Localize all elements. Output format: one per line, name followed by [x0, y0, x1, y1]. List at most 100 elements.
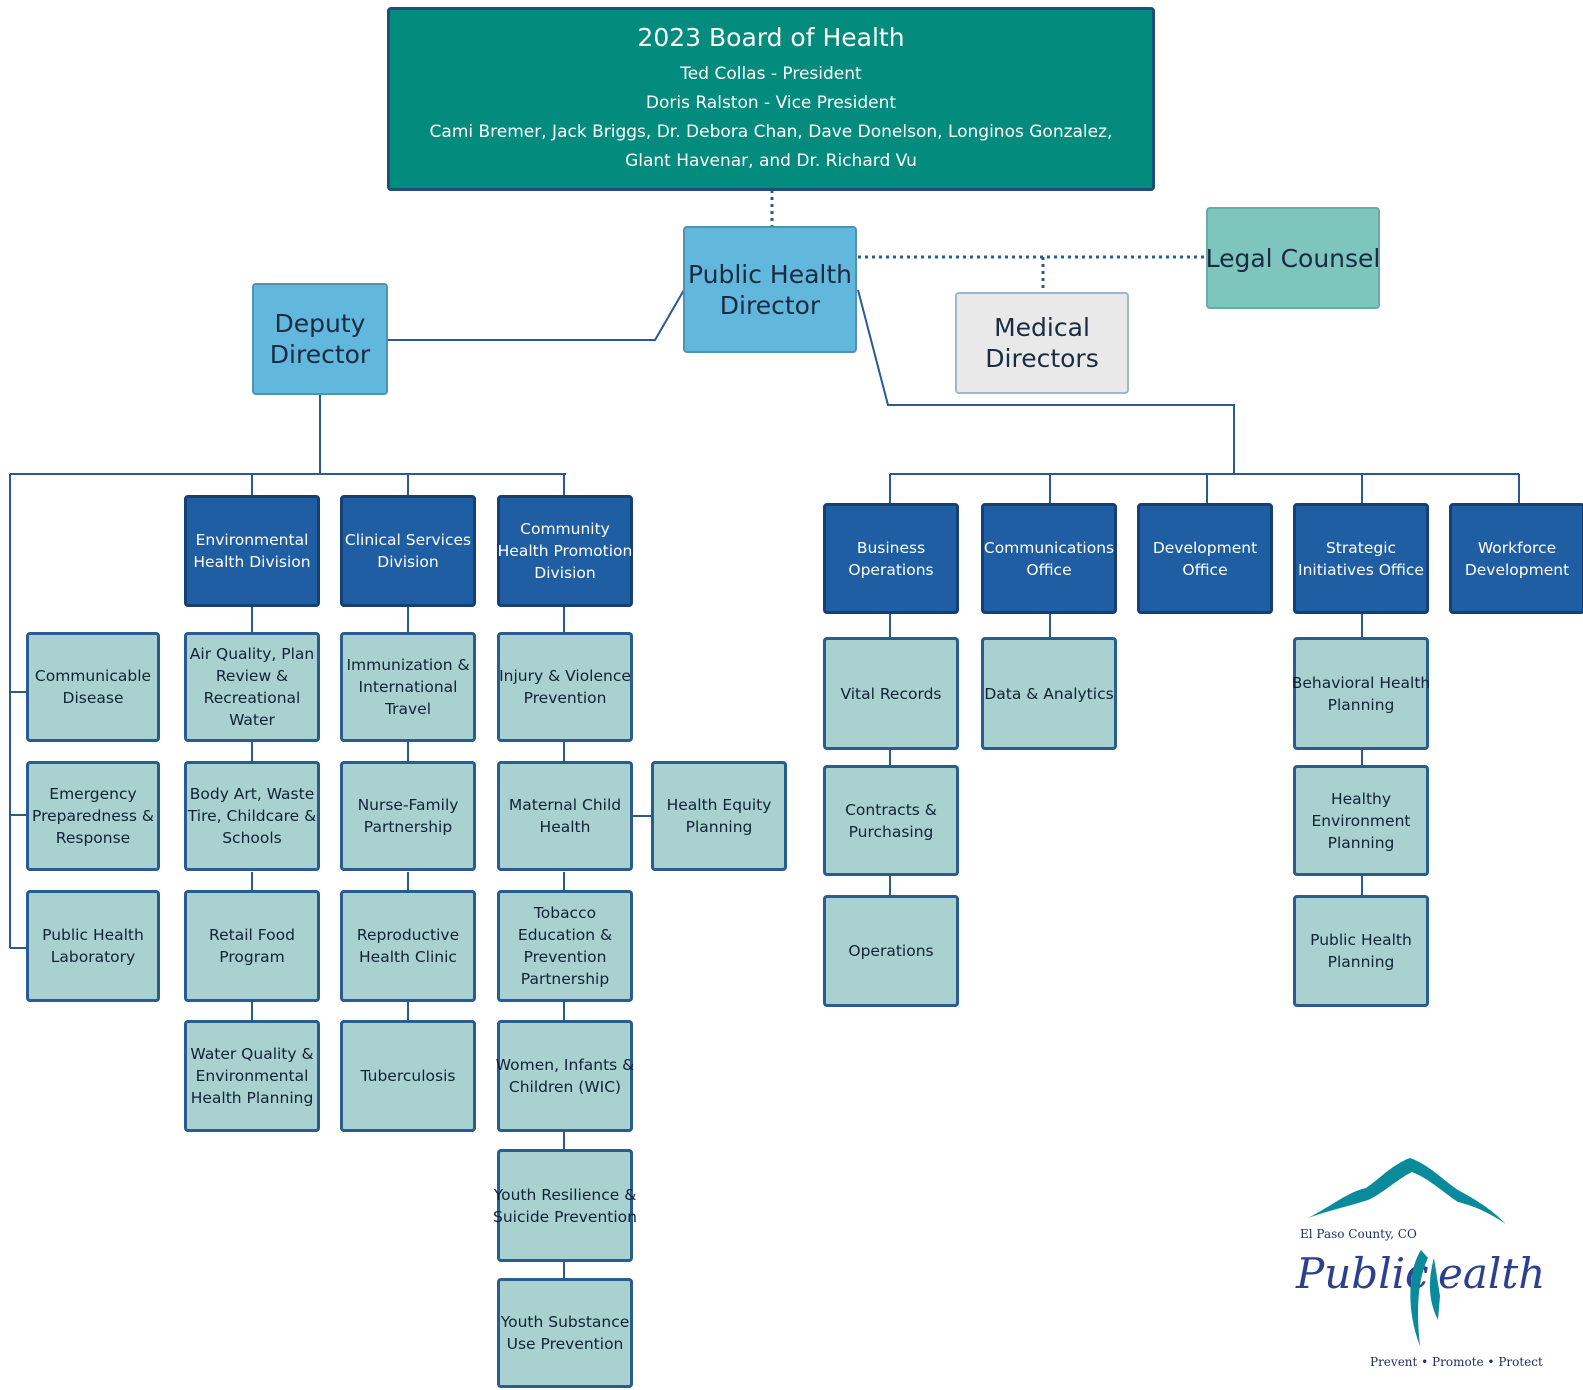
org-unit-label: Workforce [1477, 538, 1557, 557]
org-unit-label: International [358, 678, 458, 696]
org-unit-label: Health Promotion [497, 542, 633, 560]
org-unit-label: Tire, Childcare & [187, 807, 317, 825]
org-unit-label: Environmental [195, 531, 309, 549]
director-right-connector [857, 289, 1235, 474]
org-unit-label: Behavioral Health [1291, 673, 1431, 692]
org-unit-label: Schools [222, 829, 282, 847]
org-unit-label: Reproductive [356, 926, 460, 944]
org-unit-label: Office [1182, 560, 1228, 579]
org-unit-label: Review & [215, 667, 289, 685]
board-member-line: Glant Havenar, and Dr. Richard Vu [625, 150, 917, 171]
org-unit-label: Prevention [523, 948, 607, 966]
org-unit-label: Development [1464, 560, 1570, 579]
board-of-health-box: 2023 Board of Health Ted Collas - Presid… [387, 7, 1155, 191]
org-unit-label: Health Clinic [359, 948, 457, 966]
org-unit-label: Body Art, Waste [189, 785, 315, 803]
board-title: 2023 Board of Health [637, 22, 905, 52]
org-unit-label: Planning [1327, 833, 1395, 852]
medical-directors-box: Medical Directors [955, 292, 1129, 394]
org-unit-label: Children (WIC) [508, 1078, 622, 1096]
org-unit-label: Laboratory [50, 948, 136, 966]
org-unit-label: Healthy [1330, 789, 1392, 808]
org-unit-label: Air Quality, Plan [189, 645, 315, 663]
org-unit-label: Water Quality & [190, 1045, 314, 1063]
director-deputy-connector [387, 289, 685, 341]
org-unit-label: Environmental [195, 1067, 309, 1085]
org-unit-label: Vital Records [840, 684, 942, 703]
org-unit-label: Retail Food [209, 926, 295, 944]
board-member-line: Ted Collas - President [680, 63, 862, 84]
deputy-director-box: Deputy Director [252, 283, 388, 395]
org-unit-label: Business [856, 538, 926, 557]
org-unit-label: Suicide Prevention [493, 1207, 637, 1226]
org-unit-label: Water [229, 711, 275, 729]
org-unit-label: Planning [1327, 695, 1395, 714]
bus3-box: Operations [823, 895, 959, 1007]
commo1-box: Data & Analytics [981, 637, 1117, 750]
comm5-box: Youth Resilience & Suicide Prevention [493, 1149, 637, 1262]
org-unit-label: Initiatives Office [1298, 560, 1424, 579]
bus1-box: Vital Records [823, 637, 959, 750]
org-unit-label: Planning [1327, 953, 1395, 971]
org-unit-label: Public Health [42, 926, 144, 944]
org-unit-label: Prevention [523, 689, 607, 707]
legal-counsel-box: Legal Counsel [1206, 207, 1380, 309]
org-unit-label: Purchasing [848, 822, 934, 841]
org-unit-label: Operations [848, 942, 934, 960]
org-unit-label: Communications [983, 538, 1115, 557]
org-unit-label: Operations [848, 560, 934, 579]
el-paso-public-health-logo: El Paso County, CO Public ealth Prevent … [1295, 1158, 1545, 1369]
org-unit-label: Health [539, 818, 591, 836]
org-unit-label: Youth Resilience & [493, 1185, 637, 1204]
org-unit-label: Travel [384, 700, 432, 718]
org-unit-label: Youth Substance [500, 1313, 630, 1331]
org-unit-label: Partnership [520, 970, 610, 988]
org-unit-label: Public Health [1310, 931, 1412, 949]
org-unit-label: Tobacco [533, 904, 597, 922]
org-unit-label: Environment [1311, 811, 1411, 830]
org-unit-label: Division [534, 564, 596, 582]
bus2-box: Contracts &Purchasing [823, 765, 959, 876]
org-unit-label: Planning [685, 818, 753, 836]
org-unit-label: Strategic [1325, 538, 1397, 557]
org-unit-label: Disease [62, 689, 124, 707]
org-unit-label: Partnership [363, 818, 453, 836]
public-health-director-box: Public Health Director [683, 226, 857, 353]
org-unit-label: Tuberculosis [360, 1067, 456, 1085]
org-unit-label: Development [1152, 538, 1258, 557]
org-unit-label: Community [520, 520, 610, 538]
org-unit-label: Injury & Violence [499, 667, 631, 685]
figure-h-icon [1410, 1250, 1440, 1346]
org-unit-label: Use Prevention [506, 1335, 624, 1353]
org-unit-label: Health Equity [666, 796, 772, 814]
svg-text:El Paso County, CO: El Paso County, CO [1300, 1227, 1417, 1241]
org-unit-label: Division [377, 553, 439, 571]
mountain-icon [1308, 1158, 1506, 1224]
org-unit-label: Data & Analytics [984, 684, 1114, 703]
svg-text:ealth: ealth [1438, 1249, 1545, 1298]
svg-text:Prevent • Promote • Protect: Prevent • Promote • Protect [1370, 1355, 1543, 1369]
org-unit-label: Immunization & [346, 656, 470, 674]
